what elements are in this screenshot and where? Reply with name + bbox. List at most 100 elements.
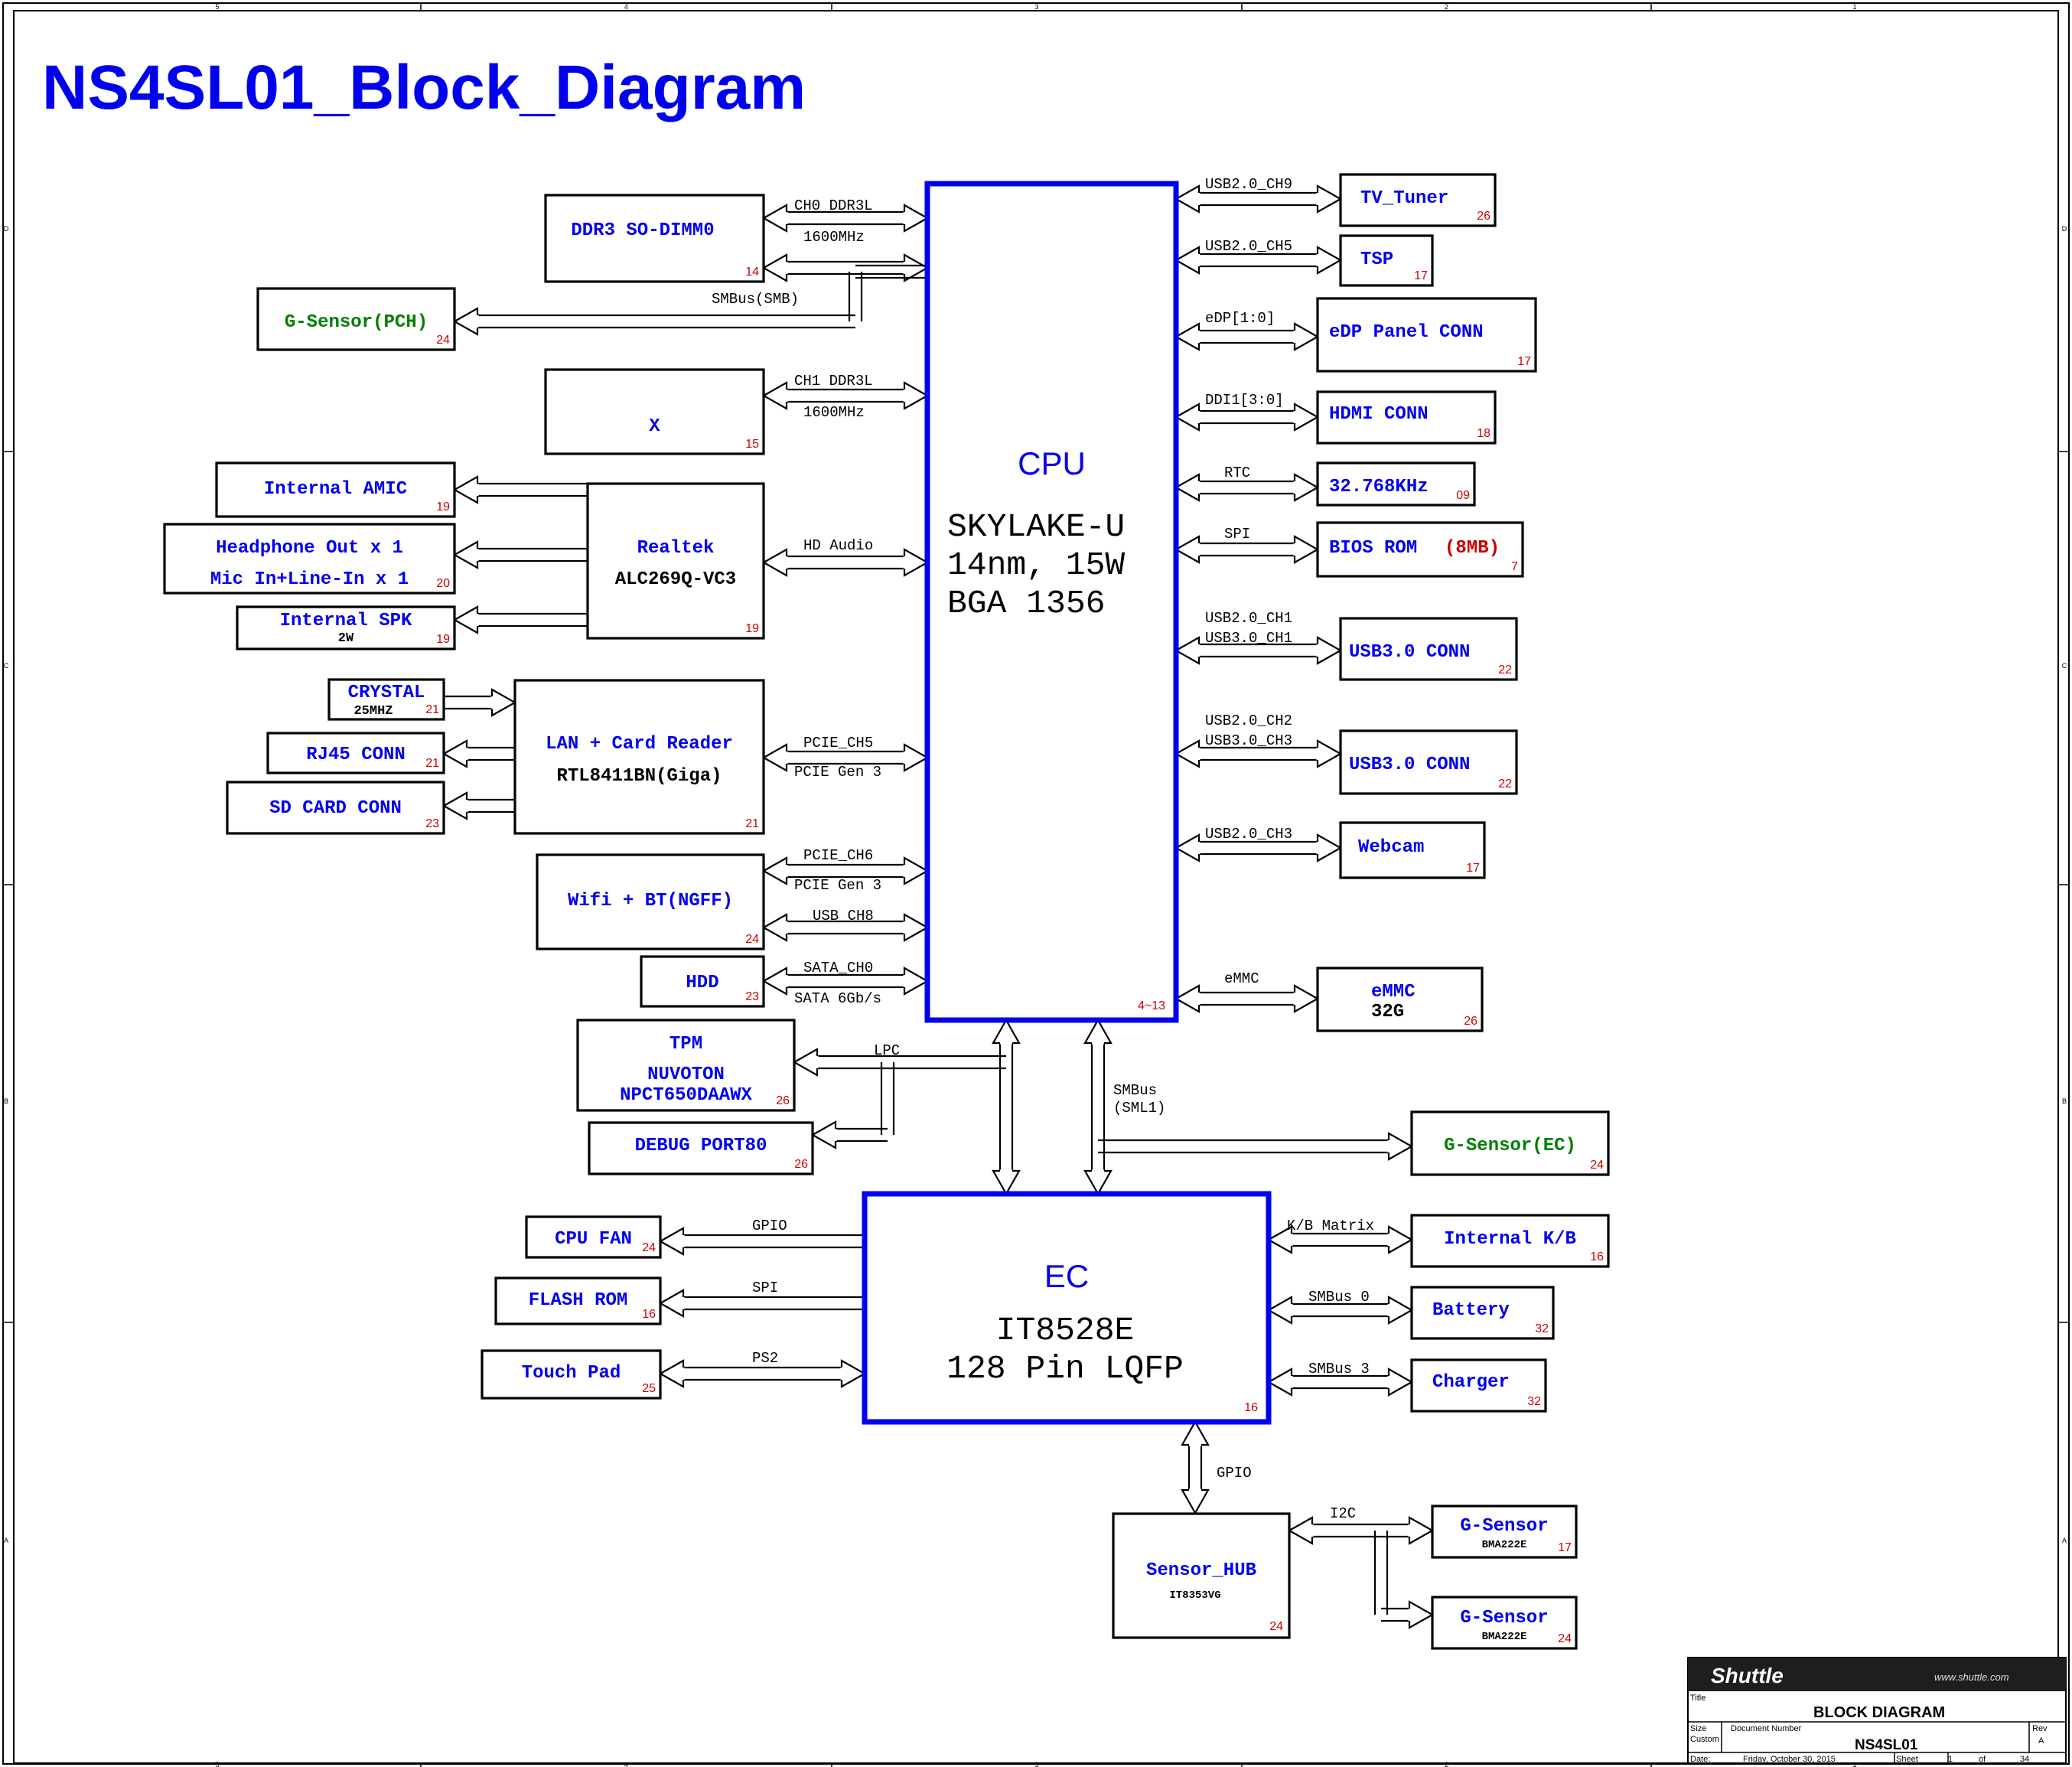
zone-label-top: 5 <box>215 3 219 11</box>
zone-label-right: B <box>2062 1097 2067 1105</box>
tb-title: BLOCK DIAGRAM <box>1813 1704 1945 1721</box>
bus-label: USB3.0_CH3 <box>1205 732 1292 749</box>
bus-label: GPIO <box>752 1218 787 1234</box>
block-tv: TV_Tuner 26 <box>1339 173 1497 227</box>
block-emmc-text: 32G <box>1371 1002 1404 1022</box>
zone-label-left: C <box>4 662 9 670</box>
block-wifi-text: Wifi + BT(NGFF) <box>568 891 733 911</box>
bus-label: LPC <box>874 1042 900 1059</box>
bus-label: PCIE Gen 3 <box>794 764 881 781</box>
bus-label: SMBus <box>1113 1082 1157 1099</box>
bus-label: SPI <box>1224 526 1250 543</box>
block-tv-page: 26 <box>1477 210 1490 223</box>
zone-label-top: 4 <box>624 3 628 11</box>
tb-of-label: of <box>1979 1755 1986 1764</box>
block-crystal-text: CRYSTAL <box>348 683 425 703</box>
block-edp-page: 17 <box>1517 355 1531 368</box>
bus-rtc <box>1174 473 1320 502</box>
block-realtek-text: Realtek <box>637 538 715 559</box>
zone-label-bottom: 5 <box>215 1761 219 1767</box>
bus-label: SMBus 3 <box>1308 1361 1370 1377</box>
block-webcam-page: 17 <box>1466 862 1480 875</box>
bus-usb8 <box>761 913 930 942</box>
bus-label: USB3.0_CH1 <box>1205 630 1292 647</box>
bus-sata <box>761 967 930 996</box>
zone-label-left: A <box>4 1537 8 1544</box>
block-bios: BIOS ROM(8MB)7 <box>1316 521 1524 578</box>
chip-cpu-line: 14nm, 15W <box>947 546 1125 584</box>
block-usb2-text: USB3.0 CONN <box>1349 755 1470 775</box>
tb-sheet: 1 <box>1948 1755 1953 1764</box>
company-web: www.shuttle.com <box>1934 1671 2009 1683</box>
bus-pcie6 <box>761 856 930 885</box>
bus-label: 1600MHz <box>803 404 865 421</box>
bus-label: USB2.0_CH5 <box>1205 238 1292 255</box>
tb-of: 34 <box>2020 1755 2029 1764</box>
tb-size: Custom <box>1690 1735 1719 1744</box>
zone-label-right: C <box>2062 662 2067 670</box>
bus-spi-cpu <box>1174 535 1320 564</box>
block-rtc-text: 32.768KHz <box>1329 477 1429 497</box>
block-gsensor_ec: G-Sensor(EC) 24 <box>1410 1110 1610 1176</box>
block-battery-text: Battery <box>1432 1300 1510 1321</box>
block-x-page: 15 <box>745 438 759 451</box>
zone-label-bottom: 3 <box>1034 1761 1038 1767</box>
page-title: NS4SL01_Block_Diagram <box>42 53 806 122</box>
bus-sdcard <box>441 791 515 820</box>
block-hdmi-page: 18 <box>1477 427 1490 440</box>
block-cpufan-text: CPU FAN <box>555 1229 632 1250</box>
zone-label-left: B <box>4 1097 8 1105</box>
block-lan-text: LAN + Card Reader <box>546 734 733 755</box>
block-emmc-text: eMMC <box>1371 982 1416 1002</box>
bus-ps2 <box>658 1359 867 1388</box>
block-headphone-text: Headphone Out x 1 <box>216 538 403 559</box>
block-spk-page: 19 <box>436 633 450 646</box>
bus-usb9 <box>1174 184 1343 214</box>
tb-rev-label: Rev <box>2032 1724 2048 1733</box>
bus-label: GPIO <box>1217 1465 1252 1482</box>
bus-lpc-tpm <box>792 1048 1006 1077</box>
bus-i2c-1 <box>1287 1516 1435 1545</box>
bus-smb0 <box>1266 1296 1414 1325</box>
block-lan-page: 21 <box>745 817 759 830</box>
block-hdd-page: 23 <box>745 990 759 1003</box>
bus-spi-ec <box>658 1289 865 1318</box>
sensor-hub-sub: IT8353VG <box>1169 1589 1220 1602</box>
block-usb1-text: USB3.0 CONN <box>1349 642 1470 663</box>
block-x: X15 <box>544 368 765 455</box>
bus-sml1-vert <box>1083 1018 1113 1196</box>
bus-i2c-2 <box>1373 1531 1435 1629</box>
bus-label: 1600MHz <box>803 229 865 246</box>
block-tv-text: TV_Tuner <box>1360 188 1448 209</box>
block-wifi: Wifi + BT(NGFF)24 <box>536 853 765 950</box>
block-touchpad-text: Touch Pad <box>522 1363 621 1384</box>
blocks: DDR3 SO-DIMM014G-Sensor(PCH)24X15Interna… <box>163 173 1610 1650</box>
bus-label: SATA_CH0 <box>803 960 873 976</box>
bus-label: RTC <box>1224 465 1250 481</box>
tb-size-label: Size <box>1690 1724 1706 1733</box>
bus-lpc-vert <box>992 1018 1021 1196</box>
tb-sheet-label: Sheet <box>1896 1755 1918 1764</box>
block-gsensor_ec-text: G-Sensor(EC) <box>1444 1136 1576 1156</box>
block-gsensor_ec-page: 24 <box>1590 1159 1604 1172</box>
zone-label-bottom: 4 <box>624 1761 628 1767</box>
block-headphone-page: 20 <box>436 577 450 590</box>
block-charger-page: 32 <box>1527 1395 1541 1408</box>
block-usb2-page: 22 <box>1498 778 1512 791</box>
block-usb2: USB3.0 CONN 22 <box>1339 729 1518 795</box>
sensor-hub-page: 24 <box>1269 1620 1283 1633</box>
bus-label: PS2 <box>752 1350 778 1367</box>
